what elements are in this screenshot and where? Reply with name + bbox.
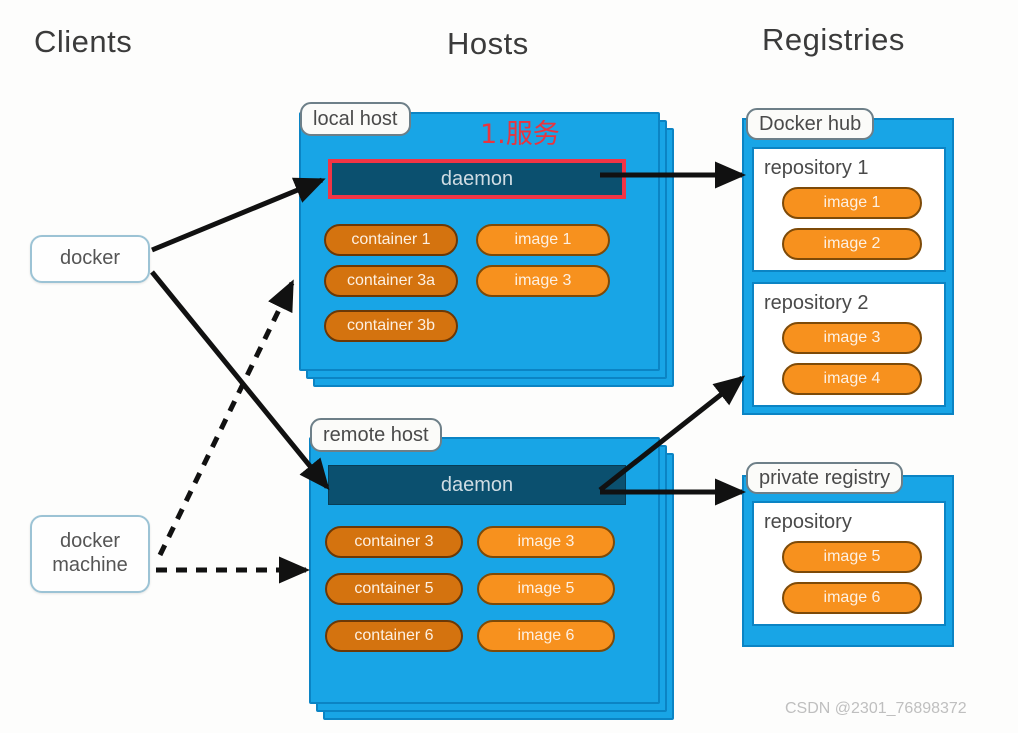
client-docker-machine[interactable]: docker machine — [30, 515, 150, 593]
image-pill[interactable]: image 4 — [782, 363, 922, 395]
image-label: image 3 — [823, 329, 881, 346]
image-label: image 3 — [514, 272, 572, 289]
client-docker-machine-label-line2: machine — [52, 554, 128, 576]
image-pill[interactable]: image 3 — [477, 526, 615, 558]
repository-box: repository image 5 image 6 — [752, 501, 946, 626]
watermark: CSDN @2301_76898372 — [785, 700, 967, 717]
repository-title: repository — [764, 511, 852, 533]
host-local-host: daemon container 1 container 3a containe… — [299, 112, 674, 387]
container-pill[interactable]: container 1 — [324, 224, 458, 256]
registry-label-private-registry: private registry — [746, 462, 904, 494]
arrow-docker-machine-to-local-host — [157, 279, 295, 557]
image-pill[interactable]: image 3 — [782, 322, 922, 354]
repository-box: repository 1 image 1 image 2 — [752, 147, 946, 272]
image-label: image 2 — [823, 235, 881, 252]
host-label-remote-host: remote host — [310, 418, 442, 452]
host-remote-host: daemon container 3 container 5 container… — [309, 437, 684, 727]
image-pill[interactable]: image 1 — [476, 224, 610, 256]
container-pill[interactable]: container 3 — [325, 526, 463, 558]
image-label: image 1 — [823, 194, 881, 211]
column-heading-registries: Registries — [762, 22, 905, 57]
container-label: container 6 — [354, 627, 434, 644]
registry-label-private-registry-text: private registry — [759, 466, 891, 489]
container-pill[interactable]: container 3a — [324, 265, 458, 297]
image-pill[interactable]: image 2 — [782, 228, 922, 260]
host-remote-host-panel: daemon container 3 container 5 container… — [309, 437, 660, 704]
host-label-local-host: local host — [300, 102, 411, 136]
repository-title: repository 2 — [764, 292, 869, 314]
host-local-host-panel: daemon container 1 container 3a containe… — [299, 112, 660, 371]
container-pill[interactable]: container 5 — [325, 573, 463, 605]
container-label: container 3 — [354, 533, 434, 550]
client-docker[interactable]: docker — [30, 235, 150, 283]
image-pill[interactable]: image 5 — [782, 541, 922, 573]
image-pill[interactable]: image 6 — [782, 582, 922, 614]
image-pill[interactable]: image 3 — [476, 265, 610, 297]
image-pill[interactable]: image 1 — [782, 187, 922, 219]
container-label: container 5 — [354, 580, 434, 597]
daemon-remote-label: daemon — [440, 473, 514, 496]
column-heading-hosts: Hosts — [447, 26, 529, 61]
daemon-remote[interactable]: daemon — [328, 465, 626, 505]
repository-box: repository 2 image 3 image 4 — [752, 282, 946, 407]
column-heading-clients: Clients — [34, 24, 133, 59]
client-docker-label: docker — [59, 247, 121, 270]
image-label: image 5 — [823, 548, 881, 565]
registry-label-docker-hub-text: Docker hub — [759, 112, 862, 135]
daemon-local[interactable]: daemon — [328, 159, 626, 199]
registry-label-docker-hub: Docker hub — [746, 108, 875, 140]
container-pill[interactable]: container 6 — [325, 620, 463, 652]
repository-title: repository 1 — [764, 157, 869, 179]
arrow-docker-to-local-daemon — [151, 177, 326, 253]
image-label: image 3 — [517, 533, 575, 550]
image-label: image 5 — [517, 580, 575, 597]
host-label-remote-host-text: remote host — [323, 423, 429, 446]
client-docker-machine-label-line1: docker — [59, 530, 121, 553]
image-label: image 1 — [514, 231, 572, 248]
service-annotation: 1.服务 — [480, 119, 560, 150]
image-label: image 6 — [823, 589, 881, 606]
registry-private-registry: repository image 5 image 6 — [742, 475, 954, 647]
registry-docker-hub: repository 1 image 1 image 2 repository … — [742, 118, 954, 415]
container-label: container 3a — [346, 272, 436, 289]
image-pill[interactable]: image 6 — [477, 620, 615, 652]
daemon-local-label: daemon — [440, 167, 514, 190]
host-label-local-host-text: local host — [313, 107, 398, 130]
container-pill[interactable]: container 3b — [324, 310, 458, 342]
image-label: image 4 — [823, 370, 881, 387]
image-pill[interactable]: image 5 — [477, 573, 615, 605]
image-label: image 6 — [517, 627, 575, 644]
container-label: container 3b — [346, 317, 436, 334]
container-label: container 1 — [351, 231, 431, 248]
